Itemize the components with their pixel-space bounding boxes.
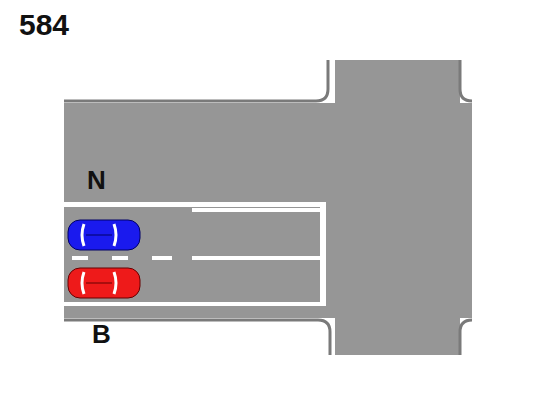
lane-label: B bbox=[92, 321, 111, 347]
solid-line bbox=[192, 256, 320, 260]
curb bbox=[64, 320, 330, 355]
dash bbox=[152, 256, 172, 260]
solid-line bbox=[192, 208, 322, 212]
edge-line bbox=[64, 302, 326, 306]
curb bbox=[460, 320, 472, 355]
red-car bbox=[68, 268, 140, 298]
curb bbox=[64, 60, 328, 101]
curb bbox=[460, 60, 472, 101]
blue-car bbox=[68, 220, 140, 250]
solid-line bbox=[64, 202, 326, 207]
dash bbox=[72, 256, 88, 260]
vertical-road bbox=[335, 60, 460, 355]
diagram-number: 584 bbox=[19, 10, 69, 40]
lane-label: N bbox=[87, 167, 106, 193]
stop-line bbox=[320, 202, 326, 306]
dash bbox=[112, 256, 128, 260]
